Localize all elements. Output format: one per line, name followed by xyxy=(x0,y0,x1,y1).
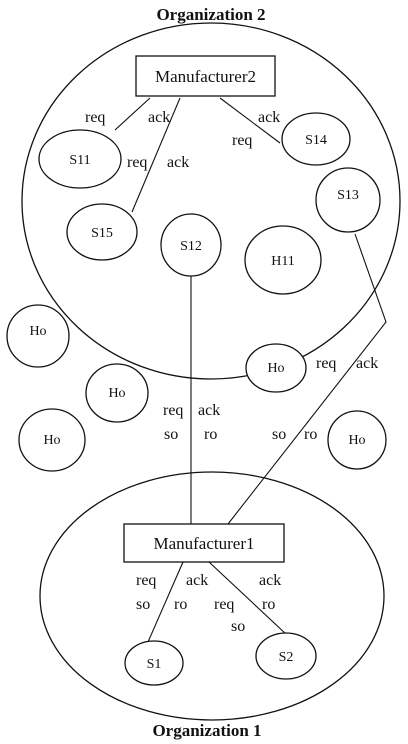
label-m2-s11-ack: ack xyxy=(148,109,170,126)
node-s11-label: S11 xyxy=(69,153,90,168)
node-s12-label: S12 xyxy=(180,239,202,254)
node-ho-in-org2-label: Ho xyxy=(267,361,284,376)
node-h11-label: H11 xyxy=(271,254,295,269)
node-ho-right: Ho xyxy=(327,410,387,470)
label-m2-s15-req: req xyxy=(127,154,147,171)
node-s11: S11 xyxy=(38,129,122,189)
label-s12-m1-ro: ro xyxy=(204,426,217,443)
edge-s13-m1 xyxy=(227,233,387,525)
manufacturer2-box xyxy=(135,55,276,97)
label-s13-m1-ack: ack xyxy=(356,355,378,372)
node-s14-label: S14 xyxy=(305,133,327,148)
edge-m2-s14 xyxy=(219,97,281,144)
node-s2: S2 xyxy=(255,632,317,680)
label-s13-m1-req: req xyxy=(316,355,336,372)
edge-labels: req ack req ack ack req req ack so ro re… xyxy=(85,109,378,635)
manufacturer1-box xyxy=(123,523,285,563)
node-s1: S1 xyxy=(124,640,184,686)
label-m2-s14-ack: ack xyxy=(258,109,280,126)
node-ho-left-bot: Ho xyxy=(18,408,86,472)
node-s15: S15 xyxy=(66,203,138,261)
edge-m2-s15 xyxy=(131,97,181,213)
label-s13-m1-ro: ro xyxy=(304,426,317,443)
org1-title: Organization 1 xyxy=(152,721,261,740)
label-m2-s14-req: req xyxy=(232,132,252,149)
label-m1-s1-req: req xyxy=(136,572,156,589)
node-s1-label: S1 xyxy=(147,657,162,672)
node-ho-in-org2: Ho xyxy=(245,343,307,393)
node-ho-left-mid: Ho xyxy=(85,363,149,423)
label-m2-s11-req: req xyxy=(85,109,105,126)
label-m1-s2-so: so xyxy=(231,618,245,635)
node-ho-left-top-label: Ho xyxy=(29,324,46,339)
edge-m2-s11 xyxy=(114,97,151,131)
manufacturer2-label: Manufacturer2 xyxy=(155,67,256,86)
label-m1-s2-ro: ro xyxy=(262,596,275,613)
node-ho-left-bot-label: Ho xyxy=(43,433,60,448)
node-s12: S12 xyxy=(160,213,222,277)
manufacturer1-label: Manufacturer1 xyxy=(153,534,254,553)
org2-title: Organization 2 xyxy=(156,5,265,24)
node-s15-label: S15 xyxy=(91,226,113,241)
edge-m1-s2 xyxy=(208,561,288,636)
node-ho-left-top: Ho xyxy=(6,304,70,368)
node-ho-left-mid-label: Ho xyxy=(108,386,125,401)
node-s13-label: S13 xyxy=(337,188,359,203)
node-s2-label: S2 xyxy=(279,650,294,665)
node-ho-right-label: Ho xyxy=(348,433,365,448)
label-m1-s1-ack: ack xyxy=(186,572,208,589)
organization-2-boundary xyxy=(21,22,401,380)
node-s14: S14 xyxy=(281,112,351,166)
edge-m1-s1 xyxy=(147,561,184,643)
label-m1-s1-so: so xyxy=(136,596,150,613)
label-s12-m1-ack: ack xyxy=(198,402,220,419)
manufacturer2-node: Manufacturer2 xyxy=(135,55,276,97)
node-s13: S13 xyxy=(315,167,381,233)
label-s12-m1-so: so xyxy=(164,426,178,443)
organization-1-boundary xyxy=(39,471,385,721)
label-m1-s2-ack: ack xyxy=(259,572,281,589)
label-m1-s1-ro: ro xyxy=(174,596,187,613)
label-m1-s2-req: req xyxy=(214,596,234,613)
node-h11: H11 xyxy=(244,225,322,295)
label-m2-s15-ack: ack xyxy=(167,154,189,171)
connection-lines xyxy=(114,97,387,643)
label-s12-m1-req: req xyxy=(163,402,183,419)
manufacturer1-node: Manufacturer1 xyxy=(123,523,285,563)
label-s13-m1-so: so xyxy=(272,426,286,443)
